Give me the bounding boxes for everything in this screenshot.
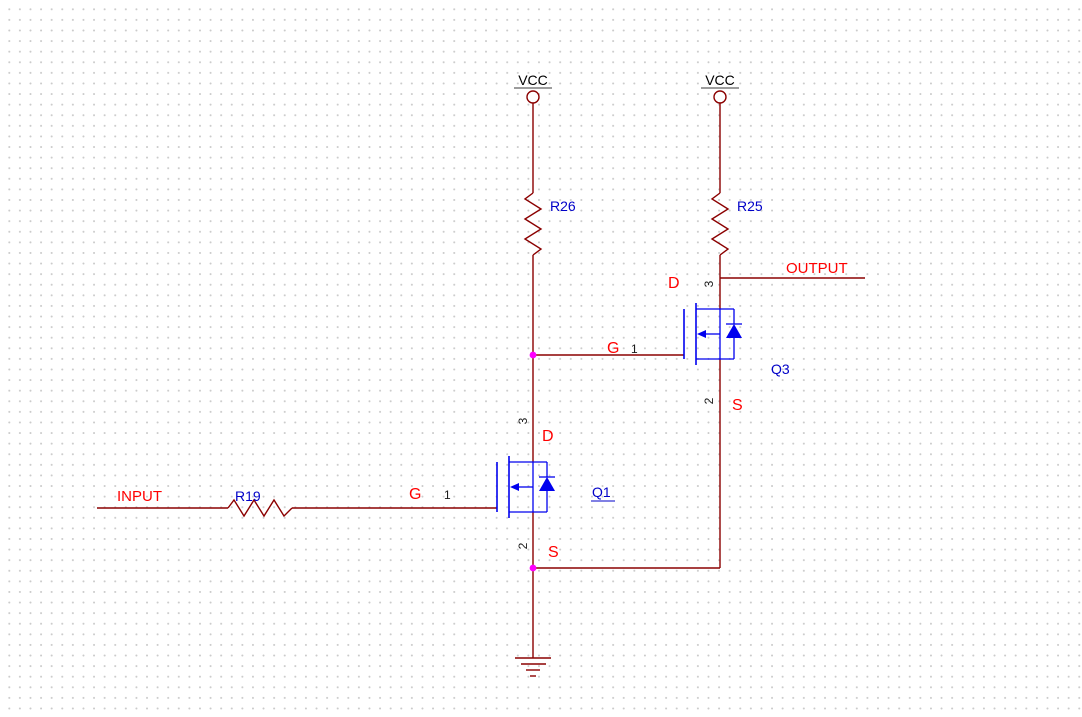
q1-body-arrow-icon (510, 483, 519, 491)
designator-r25[interactable]: R25 (737, 198, 763, 214)
resistor-r26-zigzag (523, 192, 543, 256)
designator-q1[interactable]: Q1 (592, 484, 611, 500)
resistor-r26[interactable]: R26 (523, 192, 576, 256)
q3-source-pin-number: 2 (702, 397, 716, 404)
q3-gate-terminal-label: G (607, 340, 619, 357)
q3-source-terminal-label: S (732, 397, 743, 414)
resistor-r25-zigzag (710, 192, 730, 256)
q1-drain-pin-number: 3 (516, 417, 530, 424)
resistor-r19-zigzag (227, 498, 293, 518)
net-label-input[interactable]: INPUT (117, 488, 162, 505)
junction-dot-gate-node (529, 351, 537, 359)
q1-body-diode-icon (539, 477, 555, 491)
resistor-r25[interactable]: R25 (710, 192, 763, 256)
q3-drain-terminal-label: D (668, 275, 680, 292)
resistor-r19[interactable]: R19 (227, 488, 293, 518)
power-port-vcc-right[interactable]: VCC (701, 72, 739, 104)
q1-source-terminal-label: S (548, 544, 559, 561)
q1-gate-terminal-label: G (409, 486, 421, 503)
q3-body-diode-icon (726, 324, 742, 338)
q1-source-pin-number: 2 (516, 542, 530, 549)
power-port-vcc-left[interactable]: VCC (514, 72, 552, 104)
wires (97, 103, 865, 658)
net-label-output[interactable]: OUTPUT (786, 260, 848, 277)
vcc-right-label: VCC (705, 72, 735, 88)
q3-gate-pin-number: 1 (631, 342, 638, 356)
q3-body-arrow-icon (697, 330, 706, 338)
designator-q3[interactable]: Q3 (771, 361, 790, 377)
vcc-right-circle-icon (713, 90, 727, 104)
q1-gate-pin-number: 1 (444, 488, 451, 502)
vcc-left-label: VCC (518, 72, 548, 88)
designator-r26[interactable]: R26 (550, 198, 576, 214)
vcc-left-circle-icon (526, 90, 540, 104)
junction-dot-source-node (529, 564, 537, 572)
q3-drain-pin-number: 3 (702, 280, 716, 287)
mosfet-q3[interactable]: G 1 D 3 S 2 Q3 (607, 275, 790, 414)
designator-r19[interactable]: R19 (235, 488, 261, 504)
ground-symbol[interactable] (515, 657, 551, 677)
q1-drain-terminal-label: D (542, 428, 554, 445)
mosfet-q1[interactable]: G 1 D 3 S 2 Q1 (409, 417, 615, 561)
